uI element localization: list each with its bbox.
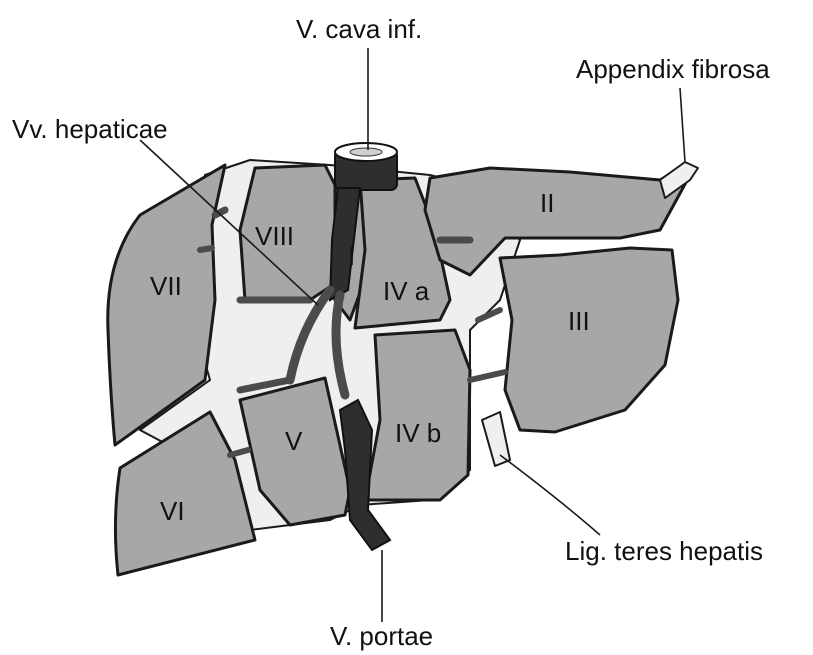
portal-branch-vii xyxy=(200,248,212,250)
label-v-cava-inf: V. cava inf. xyxy=(296,14,422,44)
segment-label-ivb: IV b xyxy=(395,418,441,448)
label-appendix-fibrosa: Appendix fibrosa xyxy=(576,54,770,84)
vena-cava-lumen xyxy=(350,148,382,156)
segment-label-ii: II xyxy=(540,188,554,218)
ligamentum-teres xyxy=(482,412,510,466)
label-vv-hepaticae: Vv. hepaticae xyxy=(12,114,168,144)
segment-label-v: V xyxy=(285,426,303,456)
leader-appendix-fibrosa xyxy=(680,88,685,162)
segment-label-vii: VII xyxy=(150,271,182,301)
segment-iii xyxy=(500,248,678,432)
segment-label-iva: IV a xyxy=(383,276,430,306)
leader-lig-teres xyxy=(500,455,600,535)
label-v-portae: V. portae xyxy=(330,621,433,651)
segment-label-vi: VI xyxy=(160,496,185,526)
label-lig-teres-hepatis: Lig. teres hepatis xyxy=(565,536,763,566)
segment-ivb xyxy=(365,330,470,500)
segment-label-iii: III xyxy=(568,306,590,336)
segment-label-viii: VIII xyxy=(255,221,294,251)
portal-branch-iii-lower xyxy=(470,372,505,380)
segment-label-i: I xyxy=(348,241,355,271)
